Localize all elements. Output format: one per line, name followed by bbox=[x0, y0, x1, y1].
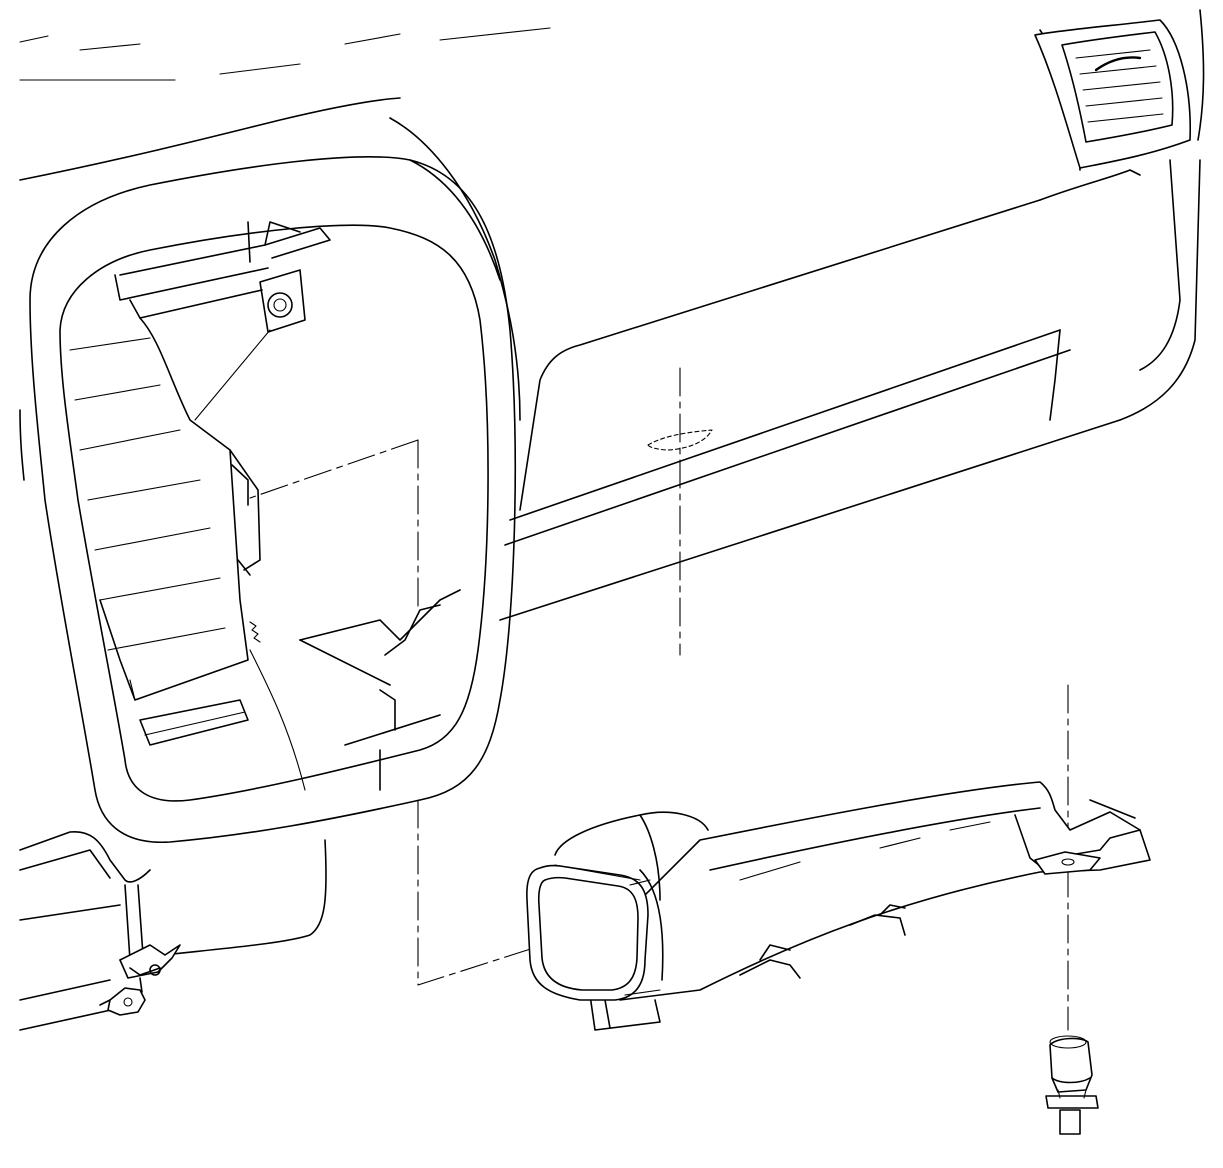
air-outlet-vent bbox=[1034, 19, 1192, 169]
push-pin-retainer bbox=[1045, 1035, 1099, 1135]
instrument-panel bbox=[19, 9, 1205, 621]
floor-air-duct bbox=[554, 781, 1151, 1031]
lower-left-panel bbox=[19, 409, 327, 1031]
duct-outlet-nozzle bbox=[526, 864, 664, 1001]
hinge-bracket bbox=[99, 884, 181, 1016]
glove-box-opening bbox=[29, 117, 521, 843]
